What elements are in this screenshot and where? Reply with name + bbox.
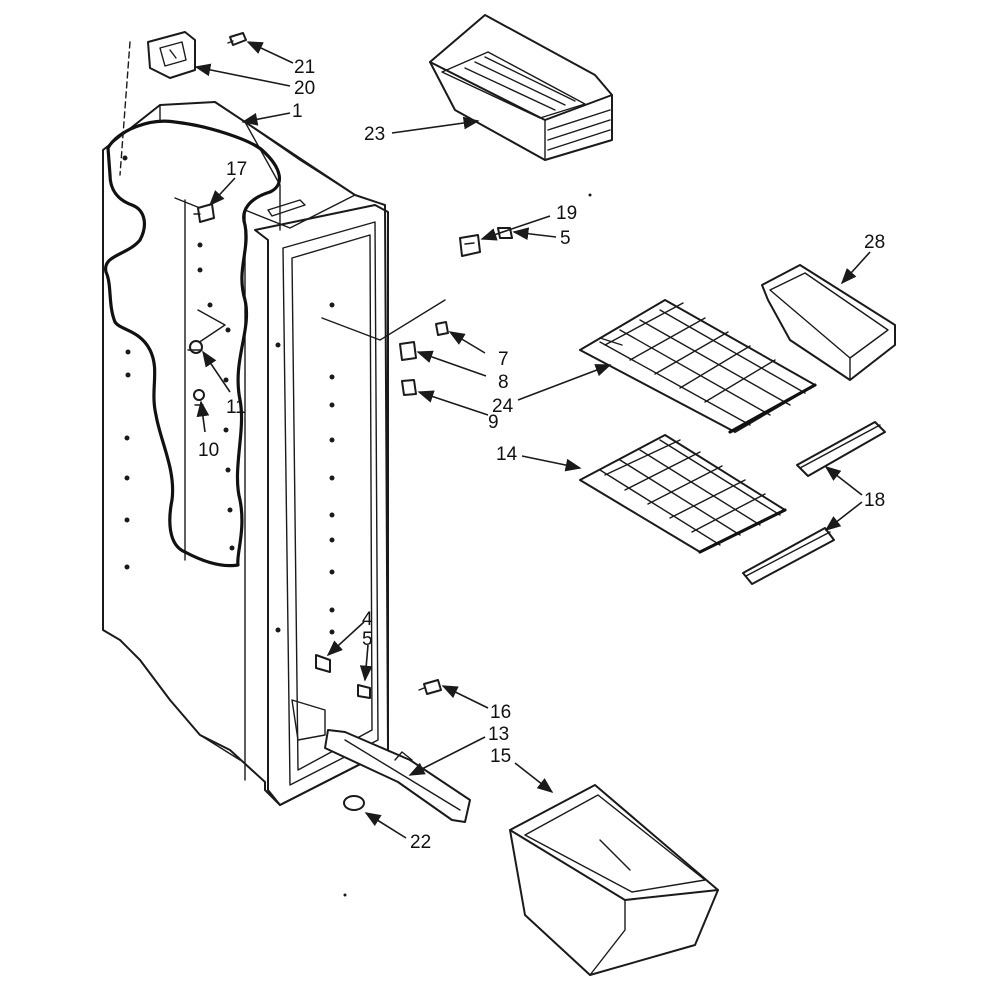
side-wall-holes [122,155,235,570]
rail-bracket-13 [324,729,471,823]
shelf-support-18-upper [796,421,886,477]
callout-labels: 1 4 5 5 7 8 9 10 11 13 14 15 16 17 18 19… [198,57,885,853]
inner-wall-holes [275,302,335,635]
callout-15: 15 [490,746,511,767]
callout-11: 11 [226,397,246,418]
clip-17 [193,203,215,223]
callout-9: 9 [488,412,499,433]
callout-21: 21 [294,57,315,78]
part-9 [401,379,417,396]
screw-21 [227,32,247,46]
plug-22 [343,795,365,811]
callout-28: 28 [864,232,885,253]
callout-7: 7 [498,349,509,370]
screw-5-lower [357,684,371,699]
wire-shelf-14 [579,434,787,554]
wire-shelf-24 [579,299,817,434]
cabinet-liner [102,41,446,806]
callout-19: 19 [556,203,577,224]
callout-16: 16 [490,702,511,723]
switch-19 [459,234,481,257]
shelf-support-18-lower [742,527,835,585]
part-8 [399,341,417,361]
callout-17: 17 [226,159,247,180]
callout-1: 1 [292,101,303,122]
bin-28 [761,264,896,381]
part-7 [435,321,449,336]
callout-4: 4 [362,609,373,630]
callout-5-lower: 5 [362,629,373,650]
callout-24: 24 [492,396,514,417]
bracket-20 [147,31,196,79]
callout-10: 10 [198,440,219,461]
callout-8: 8 [498,372,509,393]
fastener-11 [187,340,203,354]
screw-16 [418,679,442,695]
callout-22: 22 [410,832,431,853]
bin-15 [509,784,719,976]
callout-14: 14 [496,444,518,465]
callout-18: 18 [864,490,885,511]
bracket-4 [315,654,331,673]
callout-13: 13 [488,724,509,745]
callout-20: 20 [294,78,315,99]
basket-23 [429,14,613,161]
callout-5-upper: 5 [560,228,571,249]
callout-23: 23 [364,124,385,145]
leader-lines [194,41,871,839]
